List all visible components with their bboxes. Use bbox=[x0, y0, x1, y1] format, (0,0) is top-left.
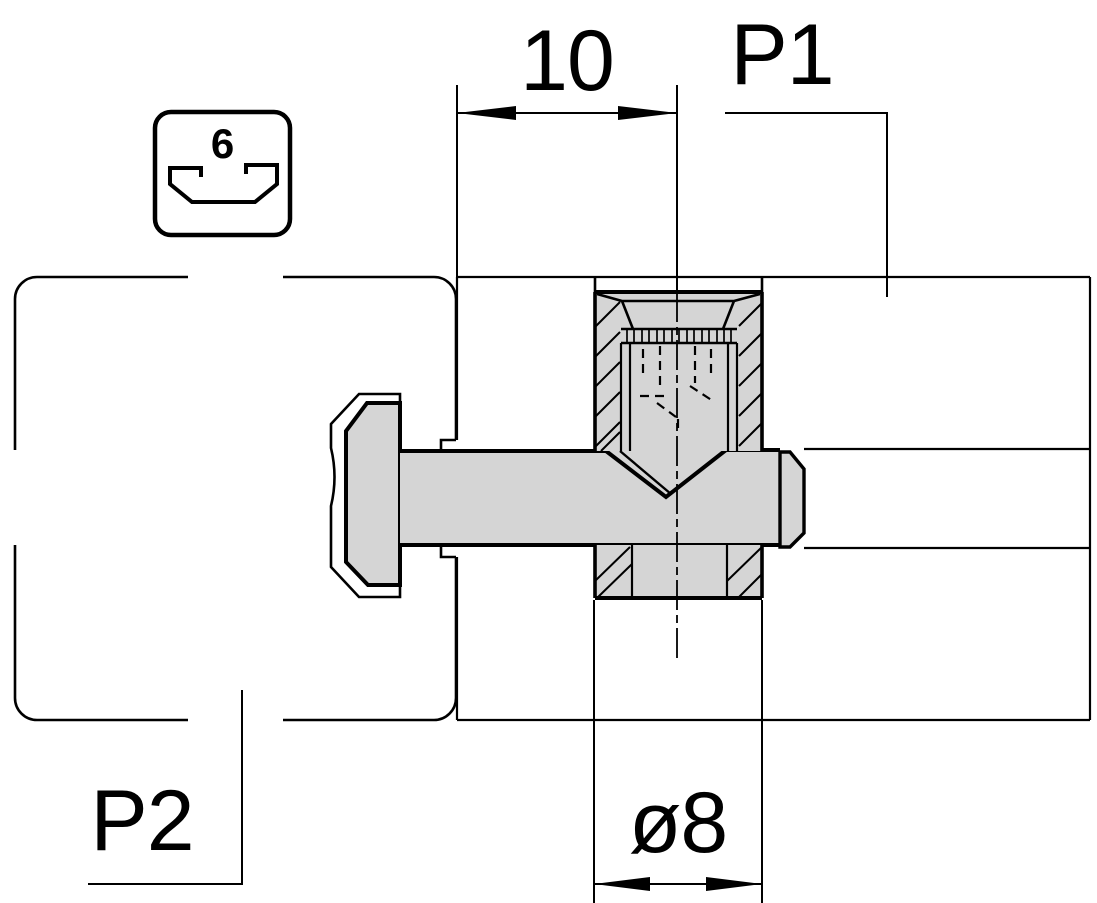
dim10-arrow-right bbox=[618, 106, 677, 120]
dia8-extension-lines bbox=[593, 600, 763, 903]
dimension-dia8 bbox=[593, 600, 763, 903]
dim10-extension-lines bbox=[456, 85, 678, 292]
bore-wall-stubs bbox=[593, 278, 764, 292]
bolt-v-notch bbox=[604, 448, 728, 500]
dia8-arrow-left bbox=[594, 877, 650, 891]
nut-top-chamfers bbox=[596, 292, 761, 330]
plate-slot-lines bbox=[804, 447, 1090, 550]
dimension-10 bbox=[456, 85, 678, 292]
dim10-value-label: 10 bbox=[520, 13, 615, 109]
p2-leader-line bbox=[88, 690, 243, 885]
nut-hidden-socket bbox=[640, 346, 714, 432]
t-slot-glyph bbox=[168, 163, 279, 204]
bolt-end-cap bbox=[778, 450, 806, 549]
dia8-value-label: ø8 bbox=[628, 775, 728, 871]
profile-p2-label: P2 bbox=[90, 773, 194, 869]
nut-thread-band bbox=[621, 327, 737, 345]
bolt-shaft bbox=[400, 451, 780, 545]
p1-leader-line bbox=[725, 112, 888, 297]
t-slot-profile-icon bbox=[152, 109, 293, 238]
slot-nut bbox=[593, 290, 764, 600]
nut-hatching-lower bbox=[594, 546, 763, 599]
t-bolt bbox=[329, 392, 806, 599]
plate-p1-outline bbox=[455, 275, 1092, 722]
dim10-arrow-left bbox=[457, 106, 516, 120]
plate-p1-label: P1 bbox=[730, 7, 834, 103]
cone-seat-line bbox=[619, 450, 672, 495]
slot-size-value-label: 6 bbox=[210, 120, 235, 167]
bolt-hammer-head bbox=[344, 401, 402, 587]
nut-bore-walls bbox=[619, 343, 739, 598]
nut-hatching-upper bbox=[594, 301, 763, 452]
dia8-arrow-right bbox=[706, 877, 762, 891]
